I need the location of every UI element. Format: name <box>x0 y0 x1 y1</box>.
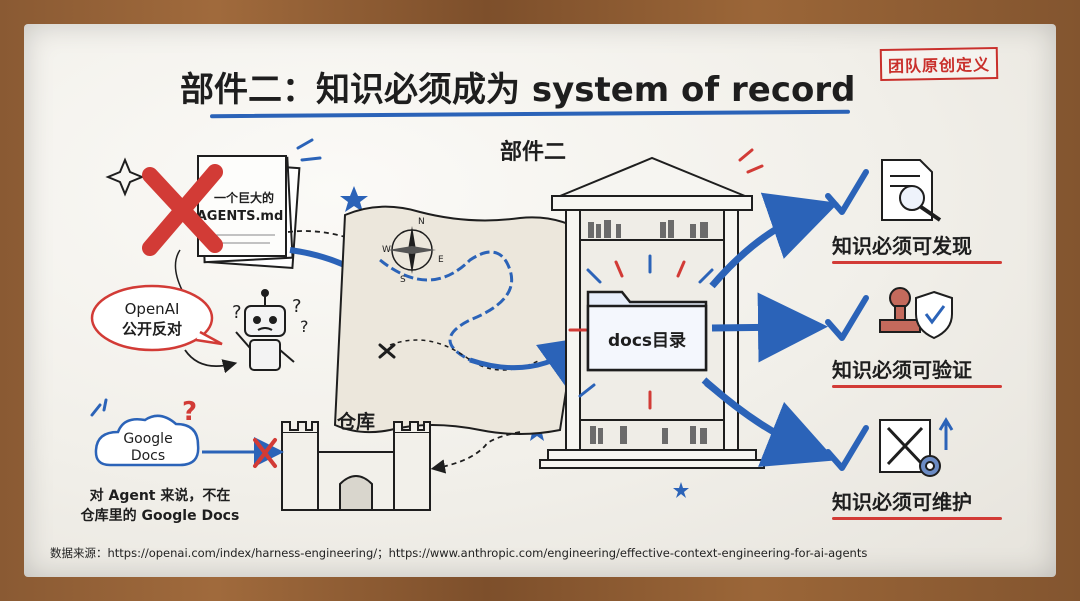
verifiable-underline <box>832 385 1002 388</box>
repository-label: 仓库 <box>336 410 375 433</box>
confused-robot-icon <box>236 290 294 370</box>
discoverable-underline <box>832 261 1002 264</box>
stamp-shield-icon <box>880 288 952 338</box>
agents-md-line2: AGENTS.md <box>197 209 284 224</box>
openai-speech-bubble <box>92 286 222 350</box>
agents-md-line1: 一个巨大的 <box>214 190 274 205</box>
map-marker-e: E <box>438 255 444 265</box>
question-mark-icon-3: ? <box>300 317 309 336</box>
question-mark-icon: ? <box>232 302 242 323</box>
map-marker-n: N <box>418 217 425 227</box>
bubble-line2: 公开反对 <box>122 320 182 338</box>
verifiable-label: 知识必须可验证 <box>832 354 972 383</box>
checkmark-icon-3 <box>828 428 866 468</box>
note-line1: 对 Agent 来说，不在 <box>90 487 231 504</box>
question-mark-red-icon: ? <box>182 397 197 427</box>
maintainable-underline <box>832 517 1002 520</box>
map-marker-s: S <box>400 275 406 285</box>
castle-repository-icon <box>282 422 430 510</box>
treasure-map-icon <box>335 207 590 434</box>
bubble-line1: OpenAI <box>125 300 180 318</box>
checkmark-icon <box>828 172 866 212</box>
question-mark-icon-2: ? <box>292 296 302 317</box>
note-line2: 仓库里的 Google Docs <box>80 507 240 524</box>
cloud-line1: Google <box>123 431 172 447</box>
discoverable-label: 知识必须可发现 <box>832 230 972 259</box>
maintainable-label: 知识必须可维护 <box>832 486 972 515</box>
checkmark-icon-2 <box>828 298 866 338</box>
star-icon-3 <box>673 482 689 498</box>
sparkle-icon <box>108 160 142 194</box>
tools-gear-icon <box>880 420 952 476</box>
magnifier-document-icon <box>882 160 940 220</box>
cloud-line2: Docs <box>131 448 165 464</box>
docs-folder-label: docs目录 <box>608 331 686 351</box>
source-citation: 数据来源：https://openai.com/index/harness-en… <box>50 545 867 561</box>
map-marker-w: W <box>382 245 391 255</box>
